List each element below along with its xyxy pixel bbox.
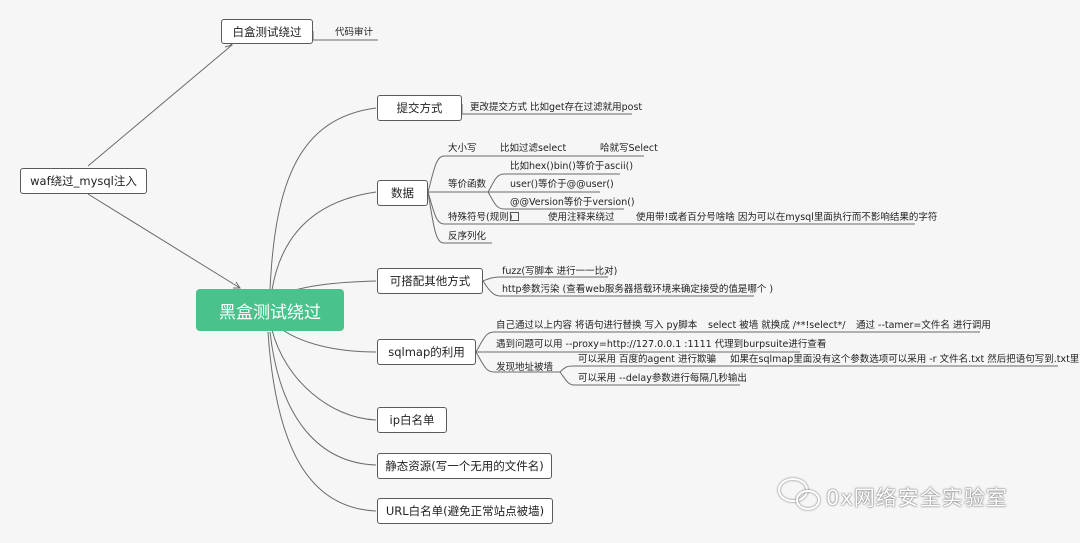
sqlmap-row3-c: 可以采用 --delay参数进行每隔几秒输出 [578, 373, 747, 384]
case-child-2: 哈就写Select [600, 143, 658, 154]
case-child-1: 比如过滤select [500, 143, 567, 154]
watermark-text: 0x网络安全实验室 [826, 486, 1008, 510]
sqlmap-node[interactable]: sqlmap的利用 [377, 339, 476, 365]
case-label: 大小写 [448, 143, 477, 154]
sqlmap-row1-c: 通过 --tamer=文件名 进行调用 [856, 320, 991, 331]
other-child-2: http参数污染 (查看web服务器搭载环境来确定接受的值是哪个 ) [502, 284, 774, 295]
code-audit-label: 代码审计 [335, 27, 374, 38]
special-child-2: 使用带!或者百分号啥啥 因为可以在mysql里面执行而不影响结果的字符 [636, 212, 938, 223]
equiv-child-3: @@Version等价于version() [510, 197, 635, 208]
static-node[interactable]: 静态资源(写一个无用的文件名) [377, 453, 552, 479]
waf-node[interactable]: waf绕过_mysql注入 [20, 168, 147, 194]
special-child-1: 使用注释来绕过 [548, 212, 615, 223]
deser-label: 反序列化 [448, 231, 487, 242]
equiv-label: 等价函数 [448, 179, 487, 190]
sqlmap-row1-a: 自己通过以上内容 将语句进行替换 写入 py脚本 [496, 320, 698, 331]
equiv-child-2: user()等价于@@user() [510, 179, 614, 190]
whitebox-node[interactable]: 白盒测试绕过 [221, 19, 313, 44]
submit-node[interactable]: 提交方式 [377, 95, 462, 121]
data-node[interactable]: 数据 [377, 180, 428, 206]
sqlmap-row1-b: select 被墙 就换成 /**!select*/ [708, 320, 846, 331]
sqlmap-row2: 遇到问题可以用 --proxy=http://127.0.0.1 :1111 代… [496, 339, 827, 350]
root-node[interactable]: 黑盒测试绕过 [196, 289, 344, 331]
other-child-1: fuzz(写脚本 进行一一比对) [502, 266, 618, 277]
sqlmap-row3-b: 如果在sqlmap里面没有这个参数选项可以采用 -r 文件名.txt 然后把语句… [730, 354, 1080, 365]
sqlmap-row3-a: 可以采用 百度的agent 进行欺骗 [578, 354, 716, 365]
submit-child: 更改提交方式 比如get存在过滤就用post [470, 102, 643, 113]
other-node[interactable]: 可搭配其他方式 [377, 268, 483, 294]
equiv-child-1: 比如hex()bin()等价于ascii() [510, 161, 634, 172]
url-node[interactable]: URL白名单(避免正常站点被墙) [377, 498, 553, 524]
special-label: 特殊符号(规则) [448, 212, 513, 223]
wechat-icon [778, 478, 820, 510]
ip-node[interactable]: ip白名单 [377, 407, 447, 433]
sqlmap-row3: 发现地址被墙 [496, 362, 554, 373]
note-icon [510, 212, 519, 221]
